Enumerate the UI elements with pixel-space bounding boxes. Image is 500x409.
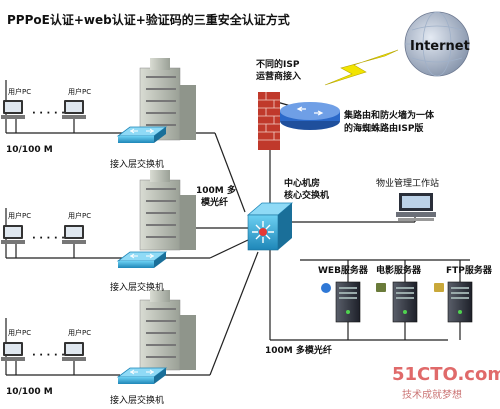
workstation-label: 物业管理工作站 [376, 177, 439, 189]
pc-label: 用户PC [68, 328, 91, 337]
ftp-server-icon [447, 281, 473, 323]
access-switch-icon [116, 367, 168, 384]
pc-label: 用户PC [8, 211, 31, 220]
server-label: 电影服务器 [376, 264, 422, 276]
router-icon [280, 102, 340, 130]
folder-icon [434, 283, 444, 292]
user-pc-group-2: 用户PC 用户PC · · · · · [1, 211, 91, 244]
access-switch-icon [116, 251, 168, 268]
building-icon [139, 170, 196, 251]
watermark-logo: 51CTO.com [392, 364, 500, 385]
router-label: 的海蜘蛛路由ISP版 [344, 122, 423, 134]
access-switch-icon [116, 126, 168, 143]
pc-label: 用户PC [8, 328, 31, 337]
pc-label: 用户PC [68, 87, 91, 96]
watermark-slogan: 技术成就梦想 [402, 388, 462, 401]
ellipsis: · · · · · [32, 233, 65, 244]
pc-icon [1, 225, 25, 244]
server-label: FTP服务器 [446, 264, 493, 276]
core-switch-icon [246, 202, 294, 251]
core-label: 中心机房 [284, 177, 320, 189]
speed-label: 10/100 M [6, 145, 53, 155]
pc-icon [62, 342, 86, 361]
building-icon [139, 290, 196, 371]
pc-icon [1, 100, 25, 119]
movie-server-icon [392, 281, 418, 323]
globe-icon [404, 11, 470, 77]
workstation-icon [396, 193, 436, 221]
internet-label: Internet [410, 39, 470, 54]
pc-label: 用户PC [68, 211, 91, 220]
web-globe-icon [321, 283, 331, 293]
pc-icon [62, 225, 86, 244]
ellipsis: · · · · · [32, 108, 65, 119]
diagram-title: PPPoE认证+web认证+验证码的三重安全认证方式 [7, 12, 290, 27]
lightning-icon [324, 49, 399, 86]
pc-label: 用户PC [8, 87, 31, 96]
web-server-icon [335, 281, 361, 323]
ellipsis: · · · · · [32, 350, 65, 361]
bottom-fiber-label: 100M 多模光纤 [265, 344, 332, 356]
isp-label: 运营商接入 [256, 70, 301, 82]
switch-label: 接入层交换机 [110, 394, 164, 406]
server-label: WEB服务器 [318, 264, 369, 276]
user-pc-group-1: 用户PC 用户PC · · · · · 10/100 M [1, 87, 91, 155]
movie-icon [376, 283, 386, 292]
user-pc-group-3: 用户PC 用户PC · · · · · 10/100 M [1, 328, 91, 397]
isp-label: 不同的ISP [256, 58, 300, 70]
fiber-label: 100M 多 [196, 184, 236, 196]
fiber-label: 模光纤 [201, 196, 228, 208]
switch-label: 接入层交换机 [110, 281, 164, 293]
switch-label: 接入层交换机 [110, 158, 164, 170]
speed-label: 10/100 M [6, 387, 53, 397]
pc-icon [62, 100, 86, 119]
firewall-icon [258, 92, 280, 150]
pc-icon [1, 342, 25, 361]
core-label: 核心交换机 [284, 189, 329, 201]
router-label: 集路由和防火墙为一体 [343, 109, 435, 121]
